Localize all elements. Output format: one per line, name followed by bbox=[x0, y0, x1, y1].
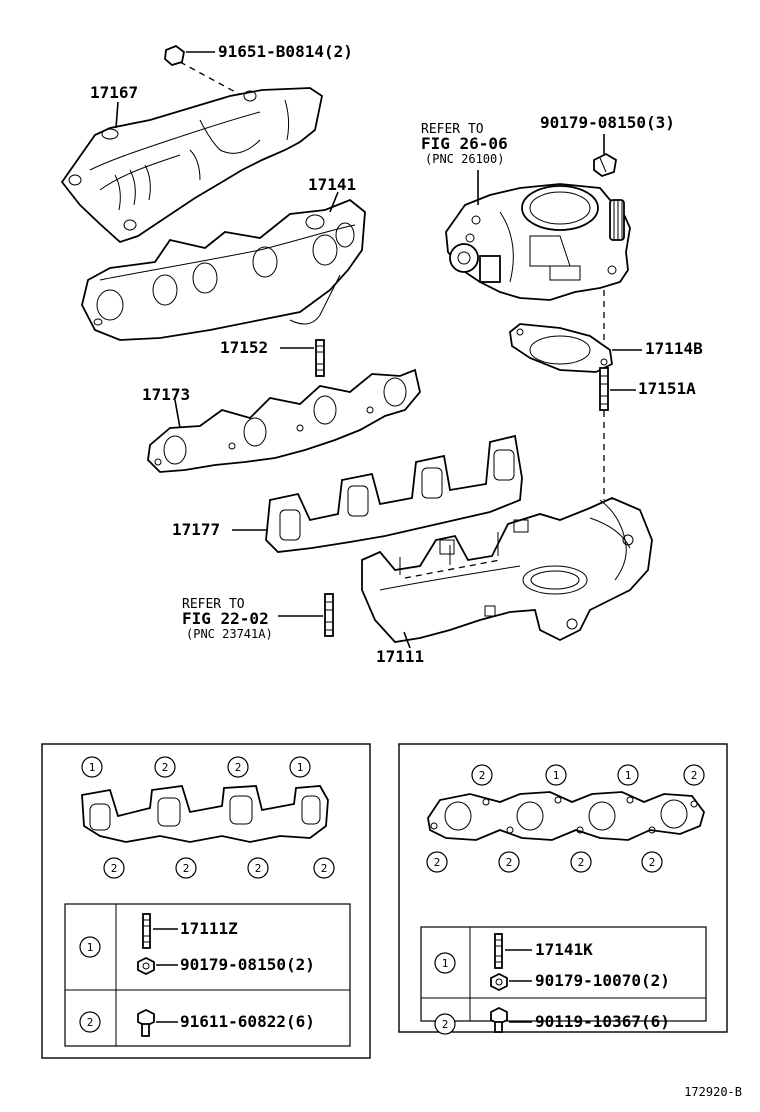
fig22-ref-line3: (PNC 23741A) bbox=[186, 627, 273, 641]
right-kit-table: 1 2 17141K 90179-10070(2) bbox=[420, 926, 707, 1035]
throttle-ref-line2: FIG 26-06 bbox=[421, 134, 508, 153]
right-row1-item2: 90179-10070(2) bbox=[535, 971, 670, 990]
left-kit-table: 1 2 17111Z 90179-08150(2) bbox=[64, 903, 351, 1047]
right-top-markers: 2 1 1 2 bbox=[471, 764, 705, 786]
intake-manifold-17111 bbox=[361, 497, 653, 643]
left-top-marker-1: 1 bbox=[89, 761, 96, 774]
exhaust-manifold-17141 bbox=[81, 198, 366, 341]
right-bottom-marker-1: 2 bbox=[434, 856, 441, 869]
left-bottom-marker-2: 2 bbox=[183, 862, 190, 875]
left-bottom-marker-4: 2 bbox=[321, 862, 328, 875]
left-row1-item2: 90179-08150(2) bbox=[180, 955, 315, 974]
fig22-ref-line1: REFER TO bbox=[182, 597, 245, 612]
gasket-17114b bbox=[509, 323, 613, 373]
label-exhaust-manifold: 17141 bbox=[308, 175, 356, 194]
right-row1-marker: 1 bbox=[442, 957, 449, 970]
nut-90179-08150 bbox=[593, 152, 617, 178]
left-top-marker-4: 1 bbox=[297, 761, 304, 774]
right-bottom-markers: 2 2 2 2 bbox=[426, 851, 663, 873]
label-intake-manifold: 17111 bbox=[376, 647, 424, 666]
throttle-ref-line1: REFER TO bbox=[421, 122, 484, 137]
stud-17152 bbox=[315, 339, 325, 377]
nut-icon bbox=[490, 972, 508, 992]
left-kit-box: 1 2 2 1 2 2 2 2 bbox=[41, 743, 371, 1059]
label-stud-17152: 17152 bbox=[220, 338, 268, 357]
right-kit-box: 2 1 1 2 2 2 bbox=[398, 743, 728, 1035]
right-top-marker-4: 2 bbox=[691, 769, 698, 782]
left-row2-item1: 91611-60822(6) bbox=[180, 1012, 315, 1031]
left-box-gasket bbox=[81, 785, 329, 843]
right-bottom-marker-3: 2 bbox=[578, 856, 585, 869]
throttle-ref-line3: (PNC 26100) bbox=[425, 152, 504, 166]
stud-17151a bbox=[599, 367, 609, 411]
right-box-gasket bbox=[427, 791, 705, 841]
left-top-markers: 1 2 2 1 bbox=[81, 756, 311, 778]
right-top-marker-1: 2 bbox=[479, 769, 486, 782]
bolt-icon bbox=[137, 1008, 155, 1037]
stud-icon bbox=[142, 913, 151, 949]
left-row1-item1: 17111Z bbox=[180, 919, 238, 938]
left-top-marker-2: 2 bbox=[162, 761, 169, 774]
label-gasket-17173: 17173 bbox=[142, 385, 190, 404]
right-row2-item1: 90119-10367(6) bbox=[535, 1012, 670, 1031]
throttle-body bbox=[445, 183, 631, 301]
gasket-17177 bbox=[265, 434, 523, 553]
left-bottom-marker-3: 2 bbox=[255, 862, 262, 875]
figure-number: 172920-B bbox=[684, 1085, 742, 1099]
stud-icon bbox=[494, 933, 503, 969]
label-nut-90179-08150: 90179-08150(3) bbox=[540, 113, 675, 132]
stud-intake-left bbox=[324, 593, 334, 637]
label-bolt-91651: 91651-B0814(2) bbox=[218, 42, 353, 61]
left-row2-marker: 2 bbox=[87, 1016, 94, 1029]
gasket-17173 bbox=[147, 368, 421, 473]
label-stud-17151a: 17151A bbox=[638, 379, 696, 398]
right-bottom-marker-4: 2 bbox=[649, 856, 656, 869]
left-row1-marker: 1 bbox=[87, 941, 94, 954]
bolt-icon bbox=[490, 1006, 508, 1033]
fig22-ref-line2: FIG 22-02 bbox=[182, 609, 269, 628]
right-row2-marker: 2 bbox=[442, 1018, 449, 1031]
nut-icon bbox=[137, 956, 155, 976]
left-top-marker-3: 2 bbox=[235, 761, 242, 774]
left-bottom-markers: 2 2 2 2 bbox=[103, 857, 335, 879]
right-top-marker-2: 1 bbox=[553, 769, 560, 782]
label-gasket-17114b: 17114B bbox=[645, 339, 703, 358]
right-bottom-marker-2: 2 bbox=[506, 856, 513, 869]
heat-insulator-17167 bbox=[60, 87, 324, 244]
right-top-marker-3: 1 bbox=[625, 769, 632, 782]
left-bottom-marker-1: 2 bbox=[111, 862, 118, 875]
label-gasket-17177: 17177 bbox=[172, 520, 220, 539]
right-row1-item1: 17141K bbox=[535, 940, 593, 959]
label-heat-insulator: 17167 bbox=[90, 83, 138, 102]
